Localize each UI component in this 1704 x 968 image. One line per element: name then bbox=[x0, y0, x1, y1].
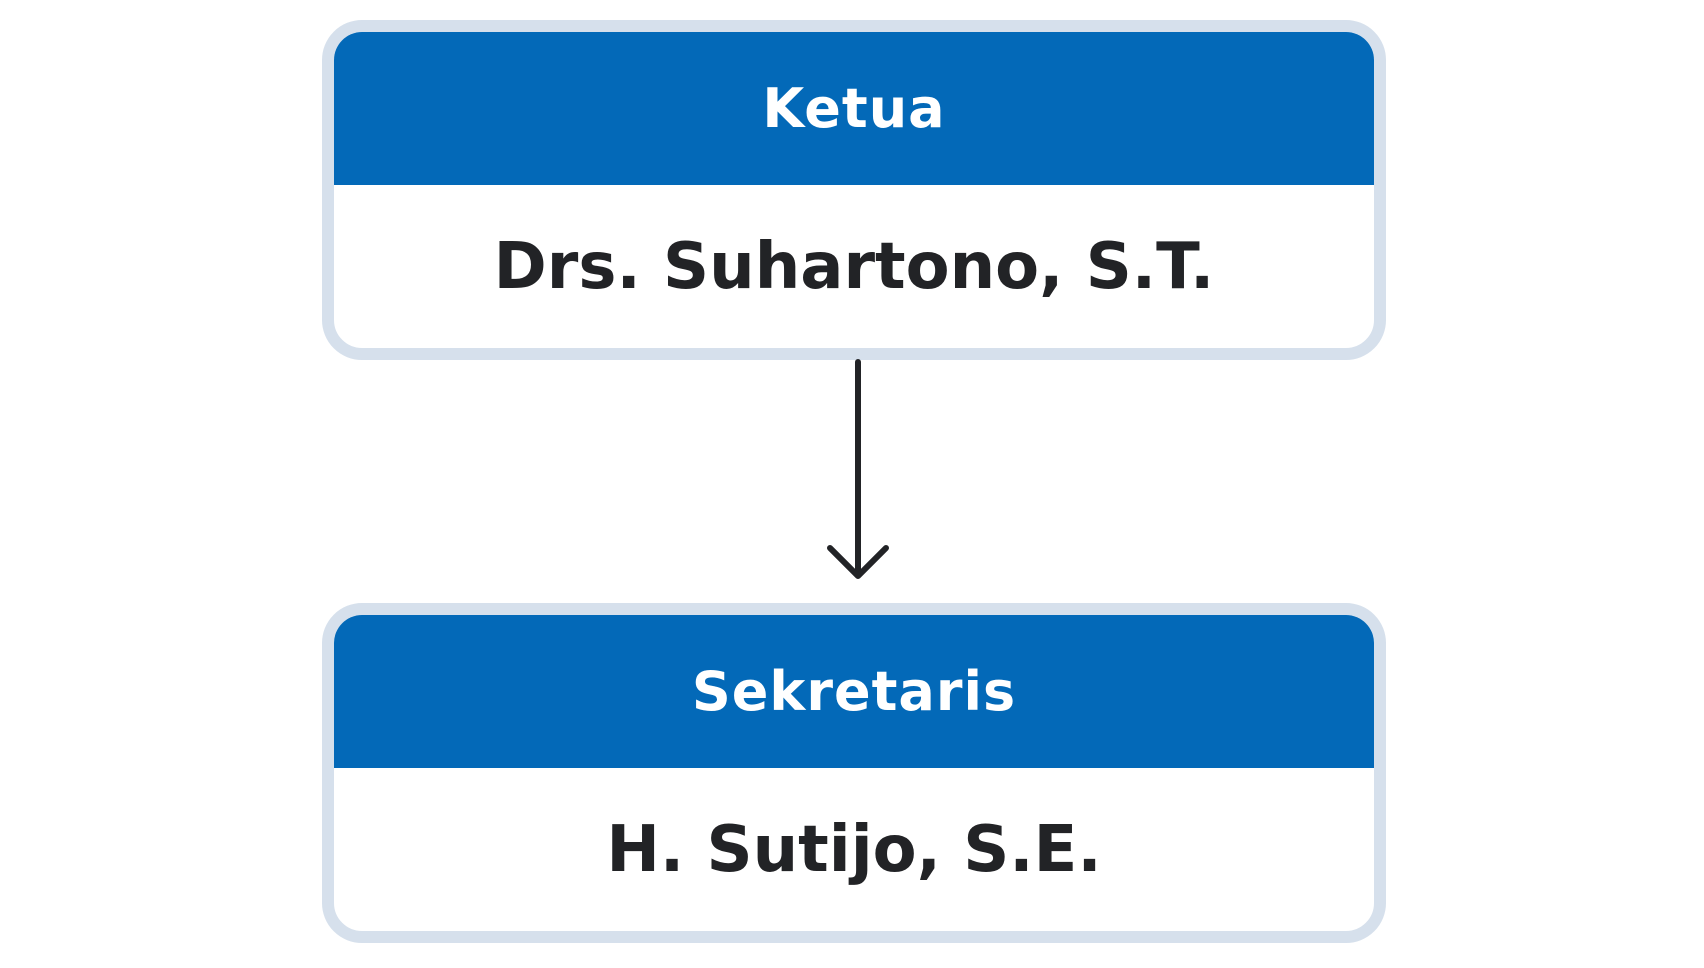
org-node-ketua: Ketua Drs. Suhartono, S.T. bbox=[322, 20, 1386, 360]
node-name-body: H. Sutijo, S.E. bbox=[334, 768, 1374, 931]
node-person-name: H. Sutijo, S.E. bbox=[606, 812, 1102, 887]
node-role-header: Ketua bbox=[334, 32, 1374, 185]
org-node-sekretaris: Sekretaris H. Sutijo, S.E. bbox=[322, 603, 1386, 943]
node-role-header: Sekretaris bbox=[334, 615, 1374, 768]
arrow-down-icon bbox=[827, 545, 889, 579]
node-role-label: Ketua bbox=[762, 77, 946, 140]
node-person-name: Drs. Suhartono, S.T. bbox=[493, 229, 1215, 304]
node-role-label: Sekretaris bbox=[691, 660, 1017, 723]
node-name-body: Drs. Suhartono, S.T. bbox=[334, 185, 1374, 348]
